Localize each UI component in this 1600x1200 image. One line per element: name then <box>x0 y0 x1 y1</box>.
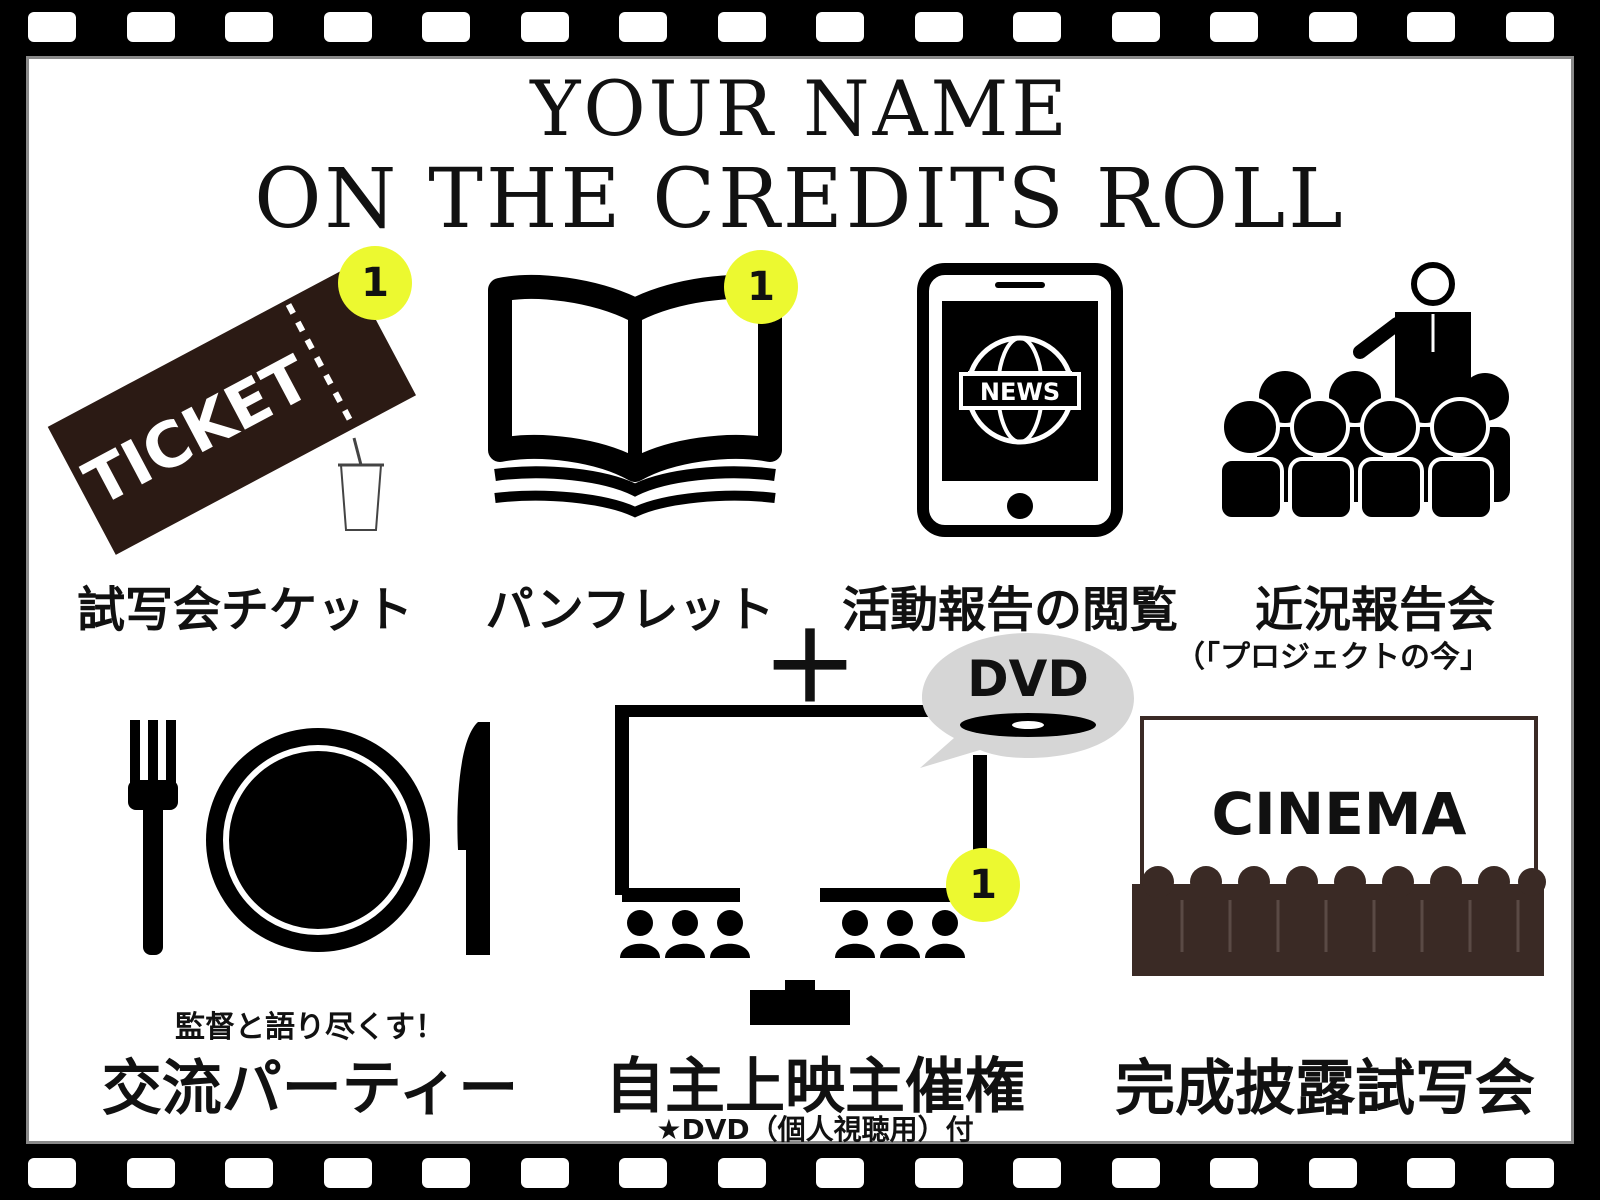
film-perforation-hole <box>28 12 76 42</box>
film-perforation-hole <box>1210 1158 1258 1188</box>
film-perforation-hole <box>1308 12 1357 42</box>
film-perforation-hole <box>225 1158 273 1188</box>
disc-icon <box>960 713 1096 737</box>
screening-count-badge: 1 <box>946 848 1020 922</box>
label-premiere: 完成披露試写会 <box>1115 1054 1535 1124</box>
film-perforation-hole <box>619 12 667 42</box>
cinema-icon: CINEMA <box>1132 716 1546 976</box>
film-perforation-hole <box>323 12 372 42</box>
label-activity-report: 活動報告の閲覧 <box>841 582 1178 638</box>
knife-icon <box>457 722 490 955</box>
film-perforation-hole <box>1407 12 1455 42</box>
fork-icon <box>128 720 178 955</box>
film-perforation-hole <box>520 1158 569 1188</box>
label-pamphlet: パンフレット <box>485 582 775 638</box>
film-perforation-hole <box>1013 12 1061 42</box>
film-perforations-bottom <box>0 1146 1600 1200</box>
presenter-audience-icon <box>1218 262 1510 521</box>
film-perforation-hole <box>126 1158 175 1188</box>
screening-icon <box>615 705 987 1025</box>
dvd-speech-bubble-icon: DVD <box>920 633 1134 768</box>
ticket-icon: TICKET <box>47 267 417 555</box>
news-text: NEWS <box>980 378 1060 406</box>
film-perforation-hole <box>520 12 569 42</box>
cinema-text: CINEMA <box>1212 780 1467 848</box>
label-party: 交流パーティー <box>101 1054 519 1124</box>
film-perforation-hole <box>1407 1158 1455 1188</box>
film-perforation-hole <box>1308 1158 1357 1188</box>
film-perforation-hole <box>717 1158 766 1188</box>
film-perforation-hole <box>914 1158 963 1188</box>
plate-icon <box>206 728 430 952</box>
film-perforation-hole <box>1505 12 1554 42</box>
film-perforation-hole <box>323 1158 372 1188</box>
label-status-report: 近況報告会 <box>1254 582 1495 638</box>
title-line-2: ON THE CREDITS ROLL <box>254 152 1346 247</box>
film-perforation-hole <box>1013 1158 1061 1188</box>
film-perforation-hole <box>717 12 766 42</box>
film-perforation-hole <box>422 12 470 42</box>
film-perforation-hole <box>816 1158 864 1188</box>
label-screening-sub: ★DVD（個人視聴用）付 <box>656 1113 974 1146</box>
film-perforation-hole <box>816 12 864 42</box>
tablet-news-icon: NEWS <box>917 263 1123 537</box>
label-status-report-sub: （「プロジェクトの今」 <box>1175 640 1490 675</box>
film-perforation-hole <box>619 1158 667 1188</box>
film-perforation-hole <box>1210 12 1258 42</box>
label-screening: 自主上映主催権 <box>605 1052 1025 1122</box>
film-perforation-hole <box>225 12 273 42</box>
plate-cutlery-icon <box>128 720 490 955</box>
film-perforation-hole <box>126 12 175 42</box>
podium-icon <box>750 980 850 1025</box>
pamphlet-count-badge: 1 <box>724 250 798 324</box>
plus-sign: ＋ <box>762 612 858 724</box>
film-perforation-hole <box>1111 1158 1160 1188</box>
ticket-count-badge: 1 <box>338 246 412 320</box>
label-ticket: 試写会チケット <box>76 582 413 638</box>
film-perforations-top <box>0 0 1600 54</box>
drink-cup-icon <box>338 437 384 531</box>
title-line-1: YOUR NAME <box>530 64 1070 153</box>
film-perforation-hole <box>1505 1158 1554 1188</box>
label-party-sub: 監督と語り尽くす！ <box>175 1010 445 1045</box>
film-perforation-hole <box>1111 12 1160 42</box>
film-perforation-hole <box>914 12 963 42</box>
film-perforation-hole <box>422 1158 470 1188</box>
film-perforation-hole <box>28 1158 76 1188</box>
dvd-text: DVD <box>967 650 1089 708</box>
